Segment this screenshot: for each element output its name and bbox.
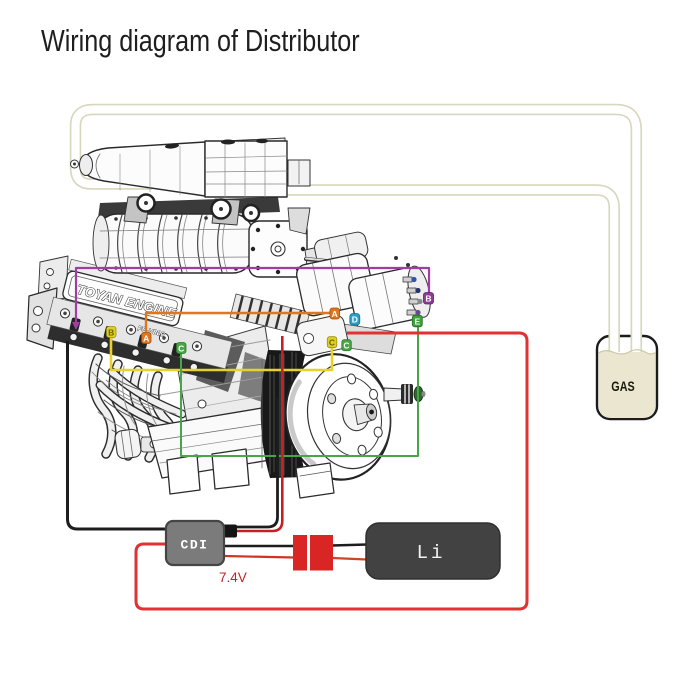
svg-text:A: A — [143, 334, 149, 344]
svg-text:B: B — [425, 294, 431, 304]
svg-text:E: E — [414, 317, 420, 327]
svg-text:C: C — [329, 338, 335, 348]
svg-text:Li: Li — [417, 542, 446, 564]
svg-text:B: B — [108, 328, 114, 338]
svg-text:D: D — [352, 315, 358, 325]
svg-text:A: A — [332, 309, 338, 319]
svg-text:C: C — [343, 341, 349, 351]
svg-text:7.4V: 7.4V — [219, 570, 247, 585]
svg-text:Wiring diagram of Distributor: Wiring diagram of Distributor — [41, 24, 360, 58]
svg-text:C: C — [178, 344, 184, 354]
svg-text:CDI: CDI — [181, 538, 209, 553]
svg-text:GAS: GAS — [611, 379, 634, 394]
